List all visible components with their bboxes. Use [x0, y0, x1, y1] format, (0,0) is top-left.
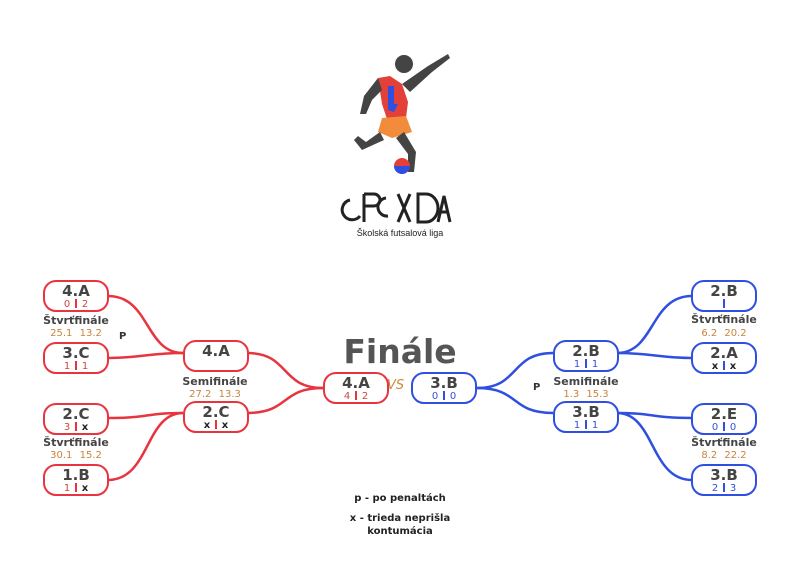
- line-left-qf-top-b: [107, 351, 184, 360]
- line-right-qf-top-b: [616, 351, 693, 360]
- penalty-mark: P: [533, 382, 541, 393]
- round-dates: 27.2 13.3: [189, 389, 241, 400]
- line-right-qf-bottom: [616, 411, 693, 420]
- team-name: 2.C: [202, 403, 230, 421]
- team-name: 4.A: [342, 374, 370, 392]
- team-name: 3.B: [710, 466, 738, 484]
- team-name: 4.A: [202, 342, 230, 360]
- line-right-semi: [476, 351, 554, 390]
- team-name: 3.C: [62, 344, 90, 362]
- round-dates: 8.2 22.2: [701, 450, 747, 461]
- line-left-qf-bottom: [107, 411, 184, 420]
- gpsd-emblem-icon: [340, 192, 452, 224]
- vs-label: VS: [387, 378, 405, 393]
- legend-forfeit-2: kontumácia: [367, 526, 433, 537]
- football-player-icon: [340, 54, 452, 224]
- final-title: Finále: [343, 332, 457, 371]
- league-name: Školská futsalová liga: [356, 228, 444, 238]
- team-name: 4.A: [62, 282, 90, 300]
- score: [185, 359, 247, 370]
- team-name: 3.B: [430, 374, 458, 392]
- line-left-semi-b: [246, 386, 324, 415]
- line-left-qf-top: [107, 294, 184, 355]
- line-left-qf-bottom-b: [107, 411, 184, 482]
- round-label: Semifinále: [553, 375, 619, 388]
- line-left-semi: [246, 351, 324, 390]
- legend-penalty: p - po penaltách: [354, 493, 446, 504]
- round-dates: 25.1 13.2: [50, 328, 102, 339]
- team-name: 3.B: [572, 403, 600, 421]
- line-right-qf-bottom-b: [616, 411, 693, 482]
- round-dates: 6.2 20.2: [701, 328, 747, 339]
- round-dates: 30.1 15.2: [50, 450, 102, 461]
- team-name: 1.B: [62, 466, 90, 484]
- team-name: 2.B: [572, 342, 600, 360]
- round-label: Štvrťfinále: [43, 436, 109, 449]
- score: [693, 299, 755, 310]
- round-label: Semifinále: [182, 375, 248, 388]
- team-name: 2.C: [62, 405, 90, 423]
- round-label: Štvrťfinále: [691, 313, 757, 326]
- match-box-right-qf-top-a: 2.B: [691, 280, 757, 312]
- legend-forfeit: x - trieda neprišla: [349, 513, 451, 524]
- round-label: Štvrťfinále: [43, 314, 109, 327]
- line-right-semi-b: [476, 386, 554, 415]
- round-label: Štvrťfinále: [691, 436, 757, 449]
- penalty-mark: P: [119, 331, 127, 342]
- team-name: 2.B: [710, 282, 738, 300]
- team-name: 2.E: [710, 405, 738, 423]
- team-name: 2.A: [710, 344, 738, 362]
- line-right-qf-top: [616, 294, 693, 355]
- round-dates: 1.3 15.3: [563, 389, 609, 400]
- match-box-left-semi-a: 4.A: [183, 340, 249, 372]
